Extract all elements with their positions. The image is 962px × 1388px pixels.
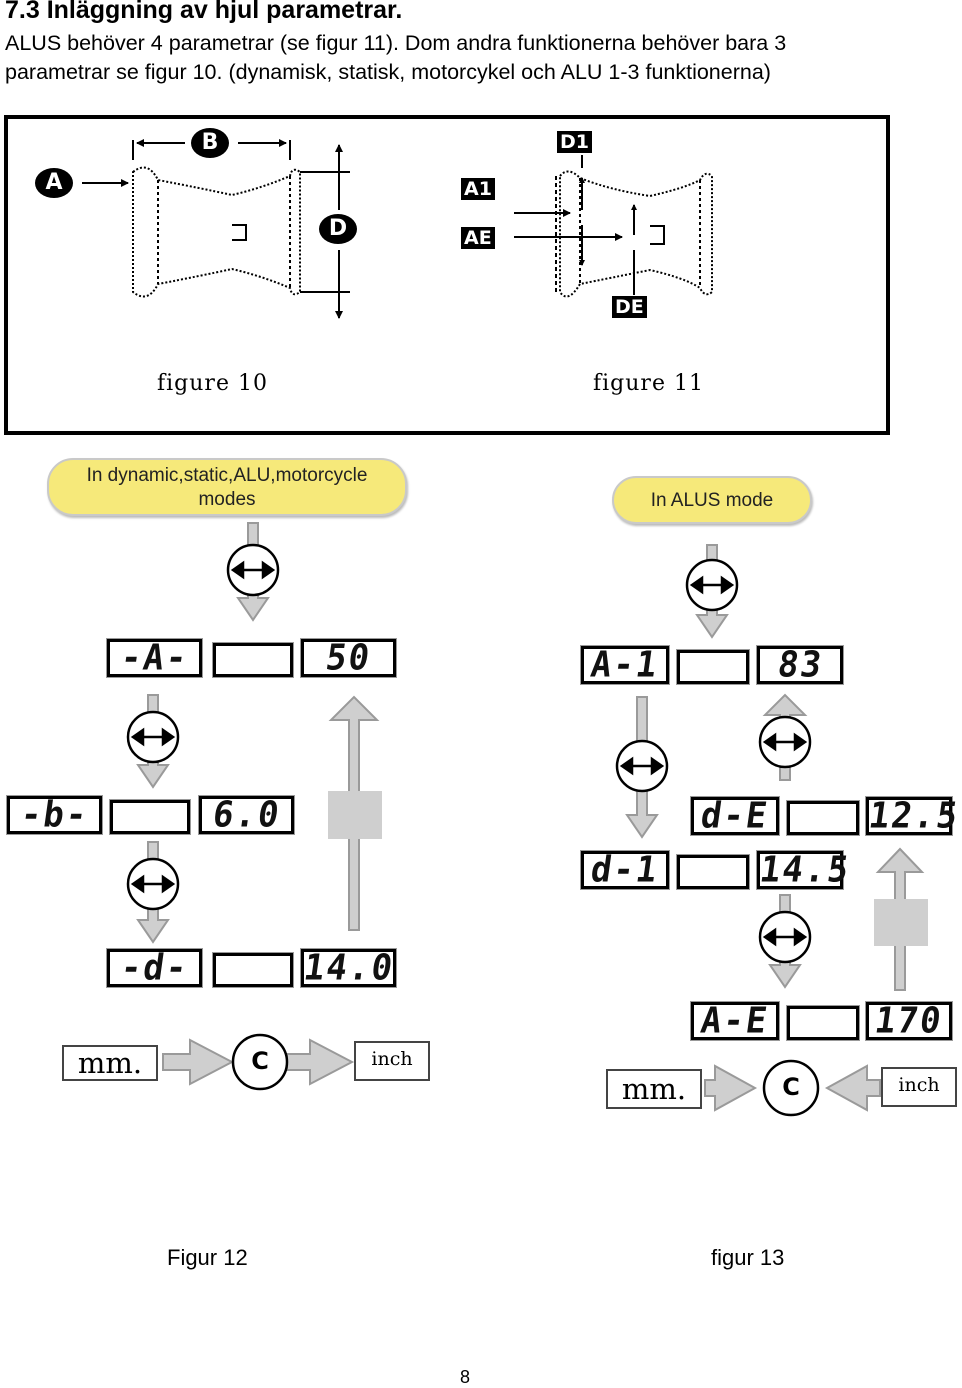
left-value-display-b: 6.0 <box>198 794 295 836</box>
left-param-display-a: -A- <box>106 637 203 679</box>
rim-diagram-figure-11 <box>555 170 713 298</box>
right-value-display-a1: 83 <box>756 644 844 686</box>
section-heading: 7.3 Inläggning av hjul parametrar. <box>5 0 403 24</box>
right-flow-keys <box>615 558 820 1117</box>
label-d: D <box>319 214 357 244</box>
right-c-key-icon <box>762 1059 820 1117</box>
intro-line-1: ALUS behöver 4 parametrar (se figur 11).… <box>5 31 787 55</box>
right-blank-display-a1 <box>676 649 750 685</box>
label-d1: D1 <box>557 131 592 153</box>
rim-diagram-figure-10 <box>132 140 301 298</box>
left-c-key-label: C <box>251 1047 269 1075</box>
rim-figure-box <box>4 115 890 435</box>
left-flow-keys <box>126 543 289 1091</box>
label-a1: A1 <box>461 178 495 200</box>
right-param-display-de: d-E <box>690 795 780 837</box>
page-number: 8 <box>460 1367 471 1387</box>
right-param-display-d1: d-1 <box>580 849 670 891</box>
left-value-display-d: 14.0 <box>300 946 397 989</box>
left-unit-mm: mm. <box>62 1045 158 1081</box>
figure-10-caption: figure 10 <box>157 371 268 396</box>
right-unit-inch: inch <box>881 1067 957 1107</box>
right-blank-display-d1 <box>676 854 750 890</box>
dimension-arrows-figure-10 <box>82 139 350 319</box>
dimension-arrows-figure-11 <box>514 155 637 295</box>
right-value-display-ae: 170 <box>865 1000 953 1042</box>
left-blank-display-d <box>212 952 294 988</box>
intro-text: ALUS behöver 4 parametrar (se figur 11).… <box>5 29 955 87</box>
left-blank-display-a <box>212 642 294 678</box>
right-blank-display-ae <box>786 1005 860 1041</box>
right-param-display-ae: A-E <box>690 1000 780 1042</box>
right-value-display-de: 12.5 <box>865 794 962 837</box>
label-de: DE <box>612 296 647 318</box>
left-mode-banner: In dynamic,static,ALU,motorcycle modes <box>47 458 407 516</box>
figure-11-caption: figure 11 <box>593 371 704 396</box>
right-mode-banner: In ALUS mode <box>612 476 812 524</box>
intro-line-2: parametrar se figur 10. (dynamisk, stati… <box>5 60 771 84</box>
right-blank-display-de <box>786 800 860 836</box>
figure-12-caption: Figur 12 <box>167 1245 248 1270</box>
right-unit-mm: mm. <box>606 1069 702 1109</box>
figure-13-caption: figur 13 <box>711 1245 785 1270</box>
left-mode-line-2: modes <box>198 489 256 510</box>
left-param-display-d: -d- <box>106 947 203 989</box>
left-c-key-icon <box>231 1033 289 1091</box>
label-a: A <box>35 168 73 198</box>
right-param-display-a1: A-1 <box>580 644 670 686</box>
right-c-key-label: C <box>782 1073 800 1101</box>
left-param-display-b: -b- <box>6 794 103 836</box>
label-b: B <box>191 128 229 158</box>
right-mode-label: In ALUS mode <box>650 490 774 511</box>
left-mode-line-1: In dynamic,static,ALU,motorcycle <box>86 465 368 486</box>
left-blank-display-b <box>109 799 191 835</box>
label-ae: AE <box>461 227 495 249</box>
left-value-display-a: 50 <box>300 637 397 679</box>
left-unit-inch: inch <box>354 1041 430 1081</box>
right-value-display-d1: 14.5 <box>756 848 853 891</box>
